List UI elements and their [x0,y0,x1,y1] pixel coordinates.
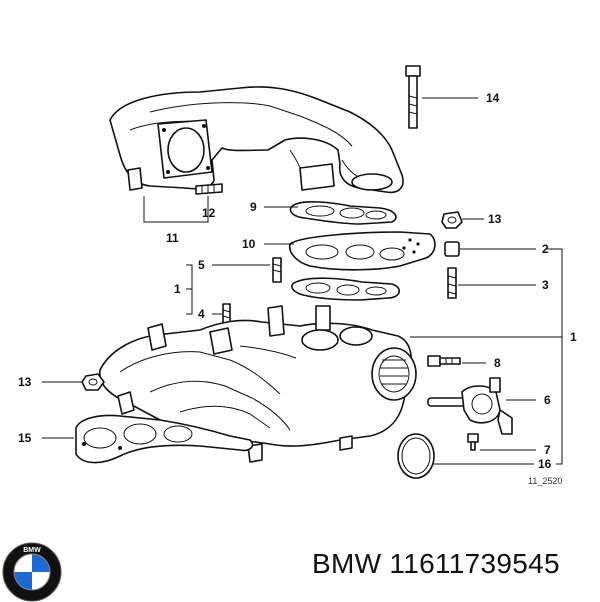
callout-2: 2 [542,242,549,256]
drawing-reference: 11_2520 [528,476,562,486]
callout-6: 6 [544,393,551,407]
brand-name: BMW [312,548,382,579]
bmw-logo: BMW [2,542,62,602]
bolt-8 [427,355,461,367]
plate-10 [288,231,436,271]
callout-13-left: 13 [18,375,32,389]
callout-4: 4 [198,307,205,321]
part-number: 11611739545 [389,548,560,579]
lower-intake-manifold [99,305,417,463]
part-caption: BMW 11611739545 [312,548,560,580]
callout-12: 12 [202,206,216,220]
callout-8: 8 [494,356,501,370]
callout-15: 15 [18,431,32,445]
nut-13-left [81,373,105,391]
nut-13-top [441,211,463,229]
valve-6 [427,377,513,435]
callout-10: 10 [242,237,256,251]
o-ring-16 [397,433,435,479]
callout-11: 11 [166,231,179,245]
stud-3 [447,267,457,299]
callout-5: 5 [198,258,205,272]
gasket-9 [289,201,397,225]
stud-5 [272,257,282,283]
callout-16: 16 [538,457,552,471]
callout-14: 14 [486,91,500,105]
callout-1-right: 1 [570,330,577,344]
bolt-14 [405,65,421,129]
callout-1-left: 1 [174,282,181,296]
upper-intake-manifold [109,86,404,194]
stud-12 [195,183,223,195]
gasket-lower [291,277,400,301]
bush-2 [444,241,460,257]
leader-lines [42,97,563,465]
stud-4 [222,303,231,325]
bolt-7 [467,433,479,451]
callout-labels: 14 12 11 9 13 10 2 5 1 3 4 1 13 8 6 15 7… [18,91,577,486]
gasket-15 [75,414,254,464]
callout-3: 3 [542,278,549,292]
callout-7: 7 [544,443,551,457]
bmw-logo-text: BMW [23,547,41,554]
callout-9: 9 [250,200,257,214]
callout-13-top: 13 [488,212,502,226]
